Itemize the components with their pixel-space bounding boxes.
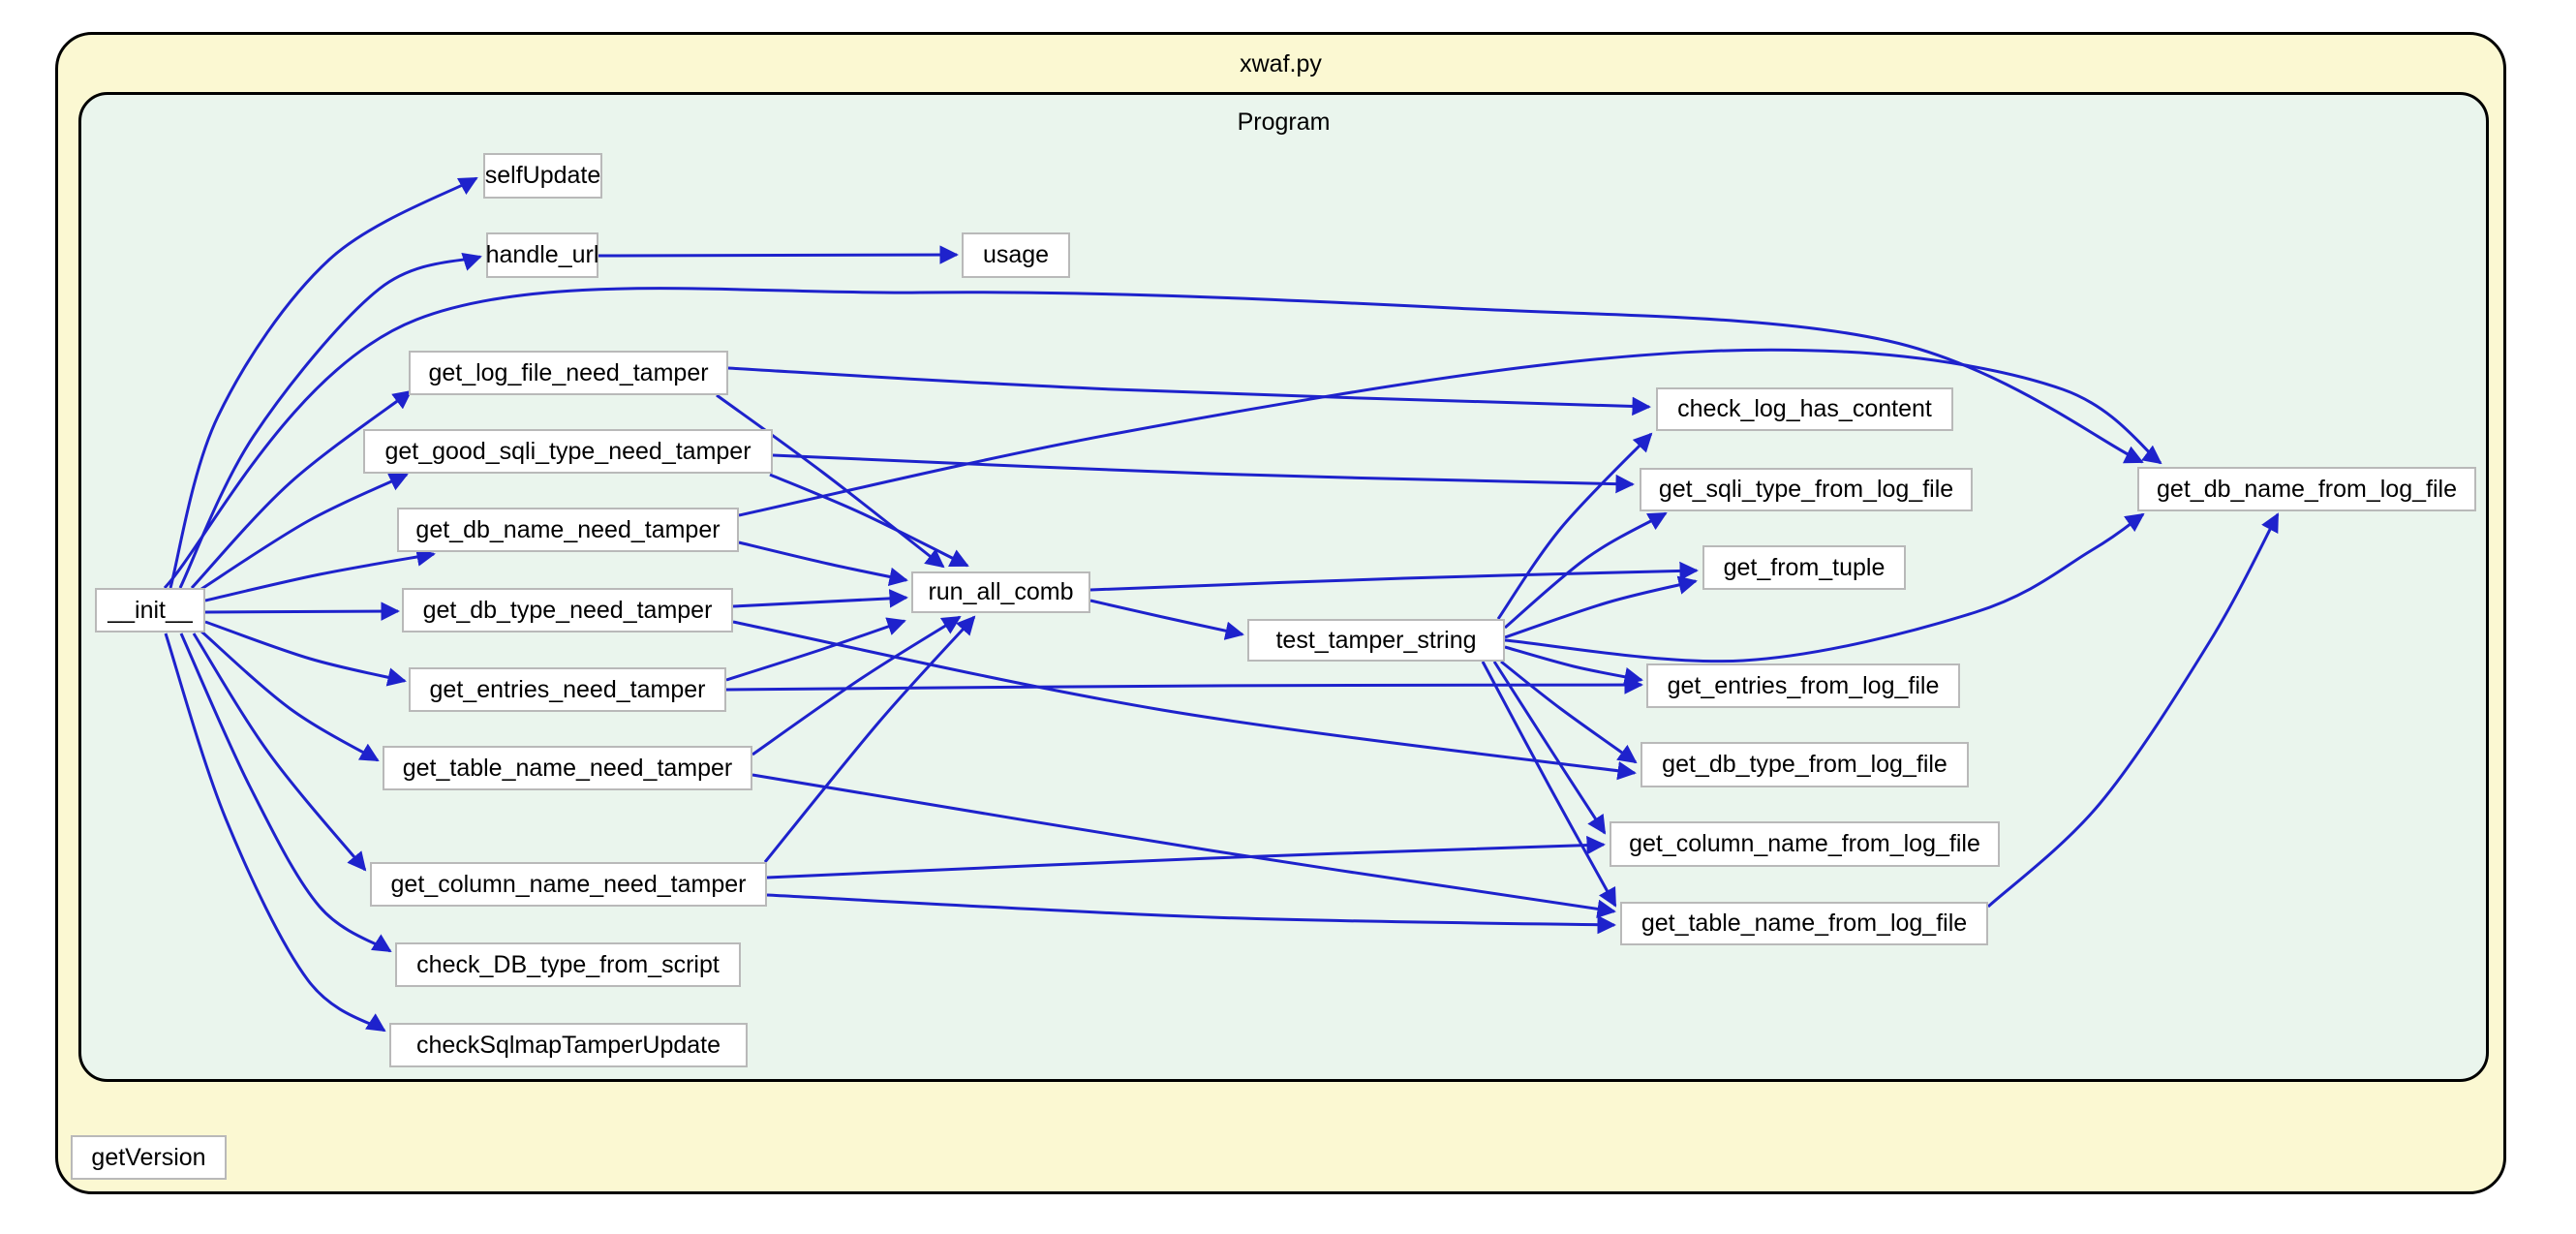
node-label: get_db_name_need_tamper bbox=[415, 515, 721, 543]
file-cluster-title: xwaf.py bbox=[1240, 50, 1322, 77]
node-label: get_column_name_need_tamper bbox=[390, 870, 747, 898]
node-get_table_name_need_tamper: get_table_name_need_tamper bbox=[383, 746, 752, 790]
node-label: check_DB_type_from_script bbox=[416, 950, 720, 978]
node-selfUpdate: selfUpdate bbox=[483, 153, 602, 199]
node-get_column_name_from_log_file: get_column_name_from_log_file bbox=[1610, 821, 2000, 867]
node-get_sqli_type_from_log_file: get_sqli_type_from_log_file bbox=[1640, 468, 1973, 511]
node-check_DB_type_from_script: check_DB_type_from_script bbox=[395, 942, 741, 987]
node-check_log_has_content: check_log_has_content bbox=[1656, 387, 1953, 431]
node-get_column_name_need_tamper: get_column_name_need_tamper bbox=[370, 862, 767, 907]
node-label: test_tamper_string bbox=[1275, 626, 1477, 654]
program-cluster: Program bbox=[78, 92, 2489, 1082]
node-label: get_from_tuple bbox=[1723, 553, 1886, 581]
node-get_table_name_from_log_file: get_table_name_from_log_file bbox=[1620, 902, 1988, 945]
node-usage: usage bbox=[962, 232, 1070, 278]
node-label: get_sqli_type_from_log_file bbox=[1658, 476, 1954, 503]
node-label: get_db_name_from_log_file bbox=[2157, 475, 2457, 503]
node-checkSqlmapTamperUpdate: checkSqlmapTamperUpdate bbox=[389, 1023, 748, 1067]
node-get_entries_need_tamper: get_entries_need_tamper bbox=[409, 667, 726, 712]
node-label: checkSqlmapTamperUpdate bbox=[415, 1031, 721, 1059]
program-cluster-title: Program bbox=[1237, 108, 1331, 136]
node-test_tamper_string: test_tamper_string bbox=[1247, 619, 1505, 662]
node-get_log_file_need_tamper: get_log_file_need_tamper bbox=[409, 351, 728, 395]
node-label: get_entries_need_tamper bbox=[429, 675, 706, 703]
node-label: get_entries_from_log_file bbox=[1667, 671, 1940, 699]
node-get_db_type_from_log_file: get_db_type_from_log_file bbox=[1641, 742, 1969, 787]
node-label: get_log_file_need_tamper bbox=[428, 358, 709, 386]
node-get_good_sqli_type_need_tamper: get_good_sqli_type_need_tamper bbox=[363, 429, 773, 474]
node-get_from_tuple: get_from_tuple bbox=[1702, 545, 1906, 590]
node-label: usage bbox=[982, 241, 1050, 268]
node-label: getVersion bbox=[91, 1143, 206, 1171]
node-run_all_comb: run_all_comb bbox=[911, 571, 1090, 613]
node-label: get_column_name_from_log_file bbox=[1629, 830, 1980, 857]
node-label: get_table_name_from_log_file bbox=[1641, 910, 1968, 937]
node-label: get_good_sqli_type_need_tamper bbox=[384, 437, 751, 465]
node-label: check_log_has_content bbox=[1677, 395, 1932, 422]
node-init: __init__ bbox=[95, 588, 205, 632]
node-label: run_all_comb bbox=[928, 578, 1074, 605]
node-label: get_db_type_need_tamper bbox=[422, 596, 713, 624]
node-get_db_name_from_log_file: get_db_name_from_log_file bbox=[2137, 467, 2476, 511]
node-get_entries_from_log_file: get_entries_from_log_file bbox=[1646, 663, 1960, 708]
node-label: get_table_name_need_tamper bbox=[402, 754, 733, 782]
node-label: selfUpdate bbox=[484, 162, 601, 189]
node-get_db_type_need_tamper: get_db_type_need_tamper bbox=[402, 588, 733, 632]
node-getVersion: getVersion bbox=[71, 1135, 227, 1180]
node-handle_url: handle_url bbox=[486, 232, 598, 278]
node-label: get_db_type_from_log_file bbox=[1662, 751, 1947, 778]
node-get_db_name_need_tamper: get_db_name_need_tamper bbox=[397, 508, 739, 552]
node-label: __init__ bbox=[107, 596, 193, 624]
node-label: handle_url bbox=[485, 241, 599, 268]
